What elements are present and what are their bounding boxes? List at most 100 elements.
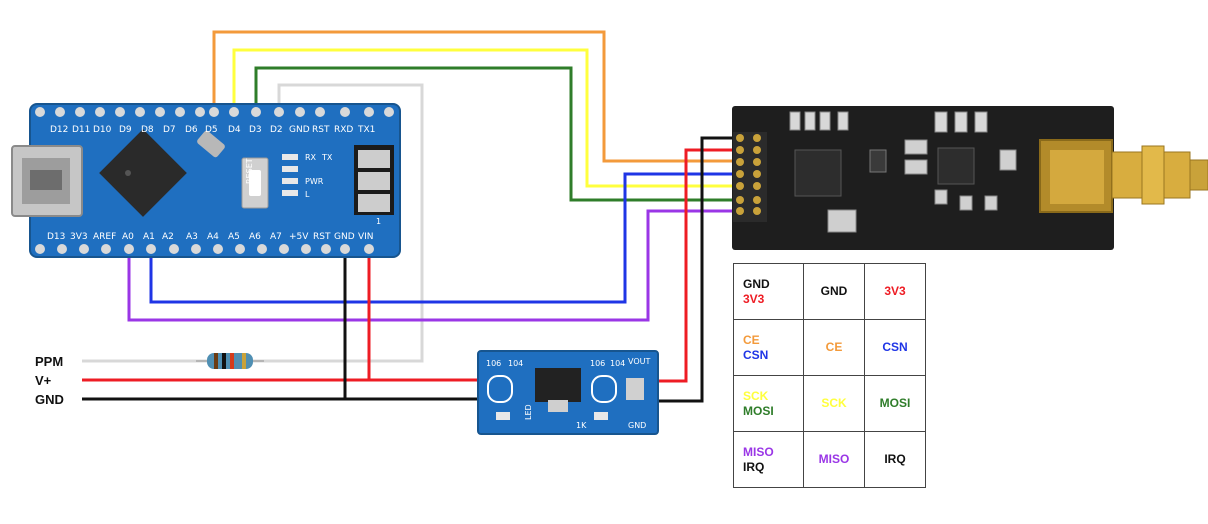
pin-label-aref: AREF	[93, 232, 116, 242]
reset-button	[241, 157, 269, 209]
pin-label-a3: A3	[186, 232, 198, 242]
pin-label-rxd: RXD	[334, 125, 353, 135]
cell-line: CE	[743, 332, 760, 347]
gnd-label: GND	[35, 392, 64, 407]
rf-chip	[794, 149, 842, 197]
module-gnd-wire	[657, 136, 736, 403]
header-number: 1	[376, 217, 381, 226]
table-cell: MOSI	[864, 375, 926, 432]
table-cell: MISO	[803, 431, 865, 488]
bottom-pin-pads	[35, 244, 374, 254]
table-cell: IRQ	[864, 431, 926, 488]
cell-line: IRQ	[884, 452, 906, 466]
reg-label-vout: VOUT	[628, 357, 650, 366]
table-cell: 3V3	[864, 263, 926, 320]
pin-label-d2: D2	[270, 125, 283, 135]
pin-label-gnd-bottom: GND	[334, 232, 355, 242]
cell-line: 3V3	[743, 291, 765, 306]
voltage-regulator: 106 104 106 104 VOUT 1K GND LED	[477, 350, 659, 435]
cell-line: MOSI	[879, 396, 911, 410]
table-cell: MISO IRQ	[733, 431, 804, 488]
cell-line: 3V3	[884, 284, 906, 298]
status-leds	[282, 154, 298, 196]
reg-label-gnd: GND	[628, 421, 646, 430]
table-row: SCK MOSI SCK MOSI	[733, 375, 926, 432]
cell-line: IRQ	[743, 459, 765, 474]
pin-label-a7: A7	[270, 232, 282, 242]
usb-connector	[11, 145, 83, 217]
cell-line: CSN	[743, 347, 769, 362]
cell-line: CE	[825, 340, 843, 354]
wires	[82, 30, 736, 403]
pin-label-d9: D9	[119, 125, 132, 135]
pin-label-5v: +5V	[289, 232, 309, 242]
pin-label-vin: VIN	[358, 232, 374, 242]
reg-label-led: LED	[524, 404, 533, 420]
cell-line: GND	[743, 276, 770, 291]
pin-label-a6: A6	[249, 232, 261, 242]
reg-label-106-left: 106	[486, 359, 501, 368]
pin-label-d13: D13	[47, 232, 65, 242]
table-row: CE CSN CE CSN	[733, 319, 926, 376]
cell-line: CSN	[882, 340, 908, 354]
pin-legend-table: GND 3V3 GND 3V3 CE CSN CE CSN SC	[733, 263, 926, 488]
table-cell: SCK MOSI	[733, 375, 804, 432]
pin-label-3v3: 3V3	[70, 232, 88, 242]
led-label-tx: TX	[321, 153, 333, 162]
pin-label-d12: D12	[50, 125, 68, 135]
ppm-label: PPM	[35, 354, 63, 369]
ppm-wire	[82, 83, 424, 363]
pin-label-d5: D5	[205, 125, 218, 135]
led-label-rx: RX	[305, 153, 317, 162]
table-cell: GND 3V3	[733, 263, 804, 320]
pin-label-gnd-top: GND	[289, 125, 310, 135]
miso-wire	[127, 209, 736, 322]
pin-label-a1: A1	[143, 232, 155, 242]
microcontroller-chip	[99, 129, 187, 217]
vplus-label: V+	[35, 373, 52, 388]
cell-line: MISO	[818, 452, 850, 466]
reg-label-1k: 1K	[576, 421, 587, 430]
pin-label-a0: A0	[122, 232, 134, 242]
table-cell: GND	[803, 263, 865, 320]
pin-label-d4: D4	[228, 125, 241, 135]
pin-label-d7: D7	[163, 125, 176, 135]
led-label-pwr: PWR	[305, 177, 324, 186]
cell-line: MOSI	[743, 403, 774, 418]
pin-label-d8: D8	[141, 125, 154, 135]
table-cell: CE CSN	[733, 319, 804, 376]
3v3-wire	[657, 148, 736, 383]
pin-label-a2: A2	[162, 232, 174, 242]
cell-line: GND	[820, 284, 848, 298]
cell-line: SCK	[821, 396, 847, 410]
pin-label-d10: D10	[93, 125, 112, 135]
table-row: GND 3V3 GND 3V3	[733, 263, 926, 320]
pin-label-d6: D6	[185, 125, 198, 135]
led-label-l: L	[305, 190, 310, 199]
pin-label-a5: A5	[228, 232, 240, 242]
cell-line: MISO	[743, 444, 774, 459]
pin-label-a4: A4	[207, 232, 219, 242]
table-row: MISO IRQ MISO IRQ	[733, 431, 926, 488]
sma-antenna-connector	[1039, 139, 1208, 213]
reg-label-104-right: 104	[610, 359, 625, 368]
pin-label-d3: D3	[249, 125, 262, 135]
sck-wire	[232, 48, 736, 188]
pin-label-rst-top: RST	[312, 125, 330, 135]
pin-label-rst-bottom: RST	[313, 232, 331, 242]
radio-module	[732, 106, 1208, 250]
pin-label-tx1: TX1	[357, 125, 375, 135]
arduino-nano: RESET RX TX PWR L 1	[11, 103, 401, 258]
csn-wire	[149, 172, 736, 304]
table-cell: CE	[803, 319, 865, 376]
reg-label-104-left: 104	[508, 359, 523, 368]
reg-label-106-right: 106	[590, 359, 605, 368]
reset-label: RESET	[245, 158, 254, 184]
regulator-chip	[535, 368, 581, 402]
crystal	[827, 209, 857, 233]
table-cell: SCK	[803, 375, 865, 432]
pa-chip	[937, 147, 975, 185]
table-cell: CSN	[864, 319, 926, 376]
top-pin-pads	[35, 107, 394, 117]
